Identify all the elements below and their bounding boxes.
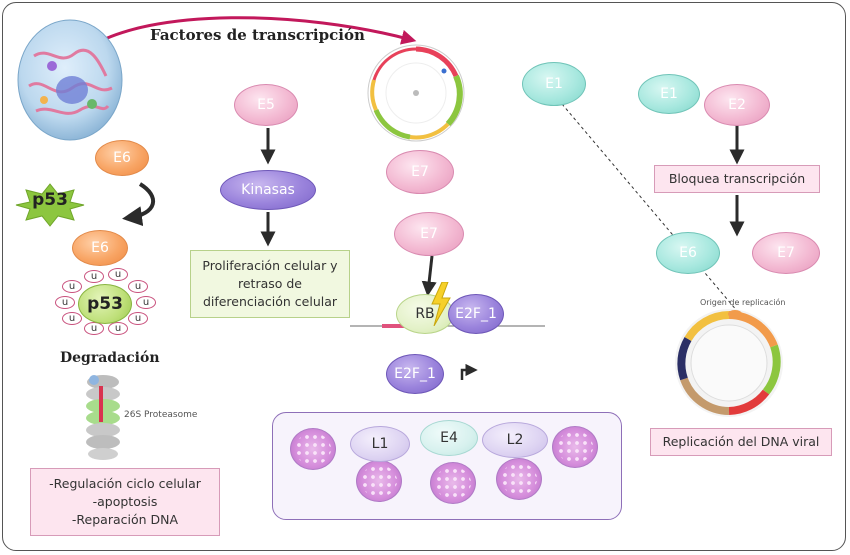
ubiquitin-ring: u	[55, 296, 75, 309]
arrow-e7-rb	[421, 255, 437, 297]
degradation-label: Degradación	[60, 350, 160, 366]
ubiquitin-ring: u	[128, 312, 148, 325]
genome-map-icon	[367, 44, 465, 142]
e1-node-left: E1	[522, 62, 586, 106]
e1-node-right: E1	[638, 74, 700, 114]
effect-line: -apoptosis	[92, 493, 158, 509]
e7-node-top: E7	[386, 150, 454, 194]
proteasome-label: 26S Proteasome	[124, 410, 198, 420]
virion-icon	[430, 462, 476, 504]
ubiquitin-ring: u	[108, 322, 128, 335]
virion-icon	[290, 428, 336, 470]
ubiquitin-ring: u	[136, 296, 156, 309]
virion-icon	[356, 460, 402, 502]
e6-node-top: E6	[95, 140, 149, 176]
e5-node: E5	[234, 84, 298, 126]
e6-node-mid: E6	[72, 230, 128, 266]
e2-node: E2	[704, 84, 770, 126]
capsid-l2: L2	[482, 422, 548, 458]
dashed-e1-origin	[561, 103, 739, 313]
bloquea-transcripcion-box: Bloquea transcripción	[654, 165, 820, 193]
e2f-free-node: E2F_1	[386, 354, 444, 394]
cell-icon	[17, 19, 123, 141]
proliferation-line: diferenciación celular	[202, 294, 338, 310]
lightning-icon	[431, 282, 451, 326]
ubiquitin-ring: u	[62, 312, 82, 325]
p53-star-shape	[15, 183, 85, 227]
virion-icon	[496, 458, 542, 500]
kinasas-node: Kinasas	[220, 170, 316, 210]
curve-arrow-cell-to-genome	[87, 16, 417, 50]
e7-node-mid: E7	[394, 212, 464, 256]
virion-icon	[552, 426, 598, 468]
dna-red-segment	[382, 324, 406, 328]
page-title: Factores de transcripción	[150, 26, 365, 44]
ubiquitin-ring: u	[108, 268, 128, 281]
promoter-arrow-icon	[460, 363, 478, 380]
e2f-bound-node: E2F_1	[448, 294, 504, 334]
p53-star-label: p53	[32, 190, 68, 210]
e7-node-right: E7	[752, 232, 820, 274]
effect-line: -Reparación DNA	[71, 512, 179, 528]
capsid-l1: L1	[350, 426, 410, 462]
proliferation-box: Proliferación celular y retraso de difer…	[190, 250, 350, 318]
capsid-e4: E4	[420, 420, 478, 456]
circular-genome-icon	[675, 309, 783, 417]
ubiquitin-ring: u	[128, 280, 148, 293]
ubiquitin-ring: u	[62, 280, 82, 293]
proliferation-line: Proliferación celular y	[202, 257, 338, 273]
p53-core: p53	[78, 284, 132, 324]
ubiquitin-ring: u	[84, 270, 104, 283]
e6-node-right: E6	[656, 232, 720, 274]
ubiquitin-ring: u	[84, 322, 104, 335]
replicacion-box: Replicación del DNA viral	[650, 428, 832, 456]
proteasome-icon	[86, 375, 120, 460]
degradation-effects-box: -Regulación ciclo celular -apoptosis -Re…	[30, 468, 220, 536]
arrow-e6-curve	[122, 182, 156, 227]
effect-line: -Regulación ciclo celular	[49, 475, 201, 491]
origin-label: Origen de replicación	[700, 298, 786, 307]
proliferation-line: retraso de	[237, 275, 302, 291]
